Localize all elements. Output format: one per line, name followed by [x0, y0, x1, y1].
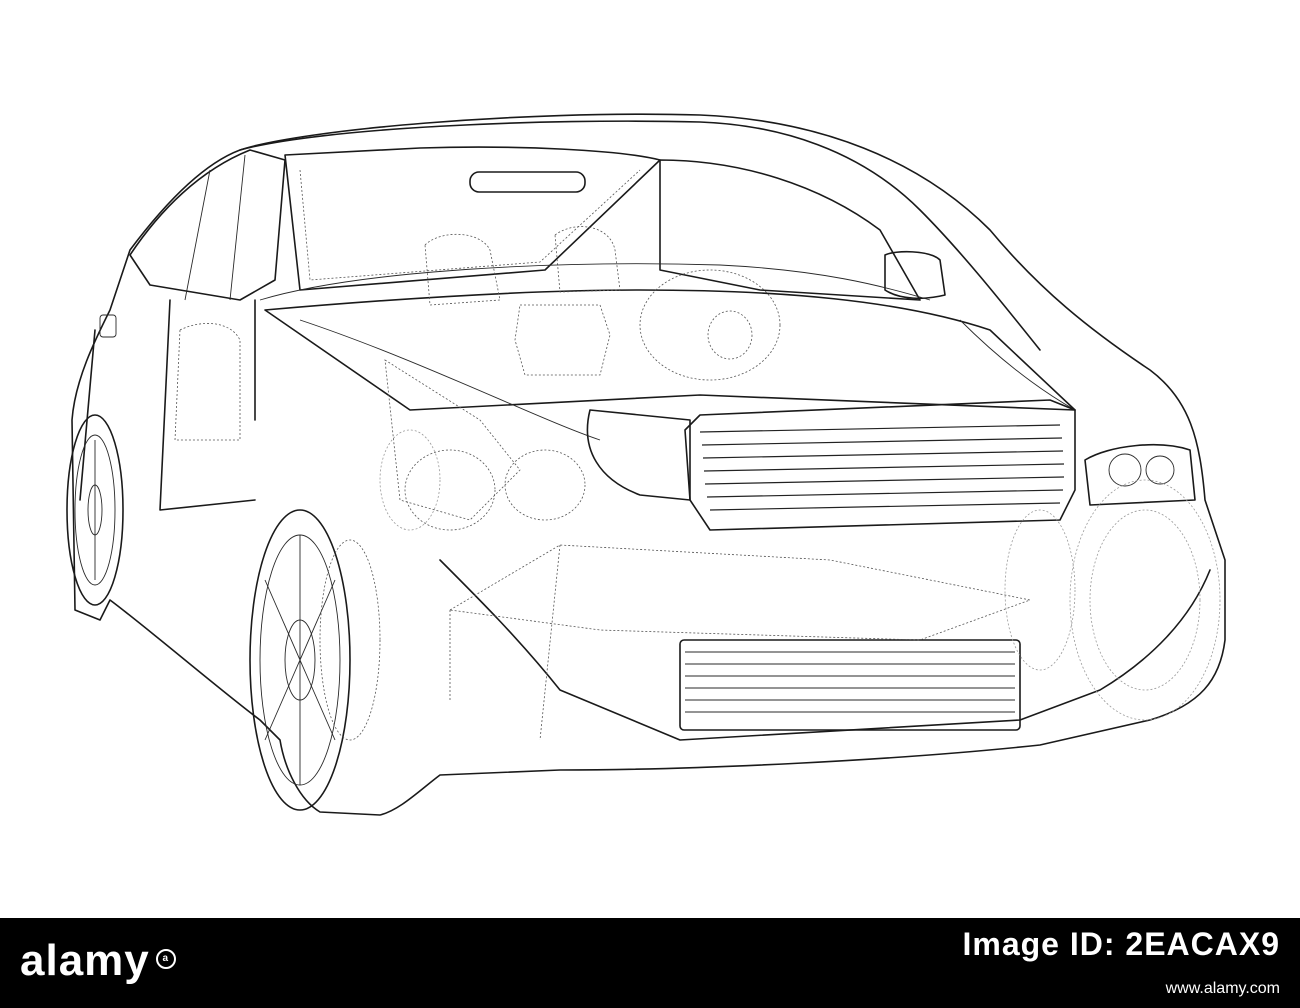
rear-left-wheel: [66, 414, 124, 606]
car-wireframe-svg: [66, 113, 1226, 816]
image-id-block: Image ID: 2EACAX9: [962, 926, 1280, 963]
headlight-lens-2: [1145, 455, 1175, 485]
lower-intake: [679, 639, 1021, 731]
grille-frame: [684, 399, 1076, 531]
door-line: [79, 299, 256, 511]
windshield-inner: [299, 169, 641, 281]
car-wireframe-illustration: [66, 113, 1226, 816]
front-right-wheel: [1004, 479, 1221, 721]
image-id-value: Image ID: 2EACAX9: [962, 926, 1280, 962]
front-bumper: [439, 559, 1211, 741]
hood-crease: [299, 319, 1076, 441]
side-windows: [129, 149, 286, 301]
chassis-frame: [448, 544, 1032, 741]
hood-line: [264, 289, 1076, 411]
roof-line: [239, 120, 1041, 351]
side-mirror: [884, 250, 946, 300]
windshield: [284, 146, 661, 291]
door-handle: [99, 314, 117, 338]
right-headlight: [1084, 444, 1196, 506]
logo-text: alamy: [20, 936, 150, 985]
registered-circle-icon: a: [155, 949, 176, 969]
left-headlight: [586, 409, 691, 501]
interior-components: [174, 226, 781, 531]
passenger-window: [659, 159, 921, 301]
rear-view-mirror: [469, 171, 586, 193]
site-url: www.alamy.com: [1165, 980, 1280, 997]
door-pillar: [184, 154, 246, 301]
front-left-wheel: [249, 509, 381, 811]
headlight-lens-1: [1108, 453, 1142, 487]
grille-slats: [699, 424, 1065, 511]
rear-right-wheel: [379, 429, 441, 531]
radiator-lines: [685, 651, 1015, 713]
dashboard: [259, 263, 931, 301]
